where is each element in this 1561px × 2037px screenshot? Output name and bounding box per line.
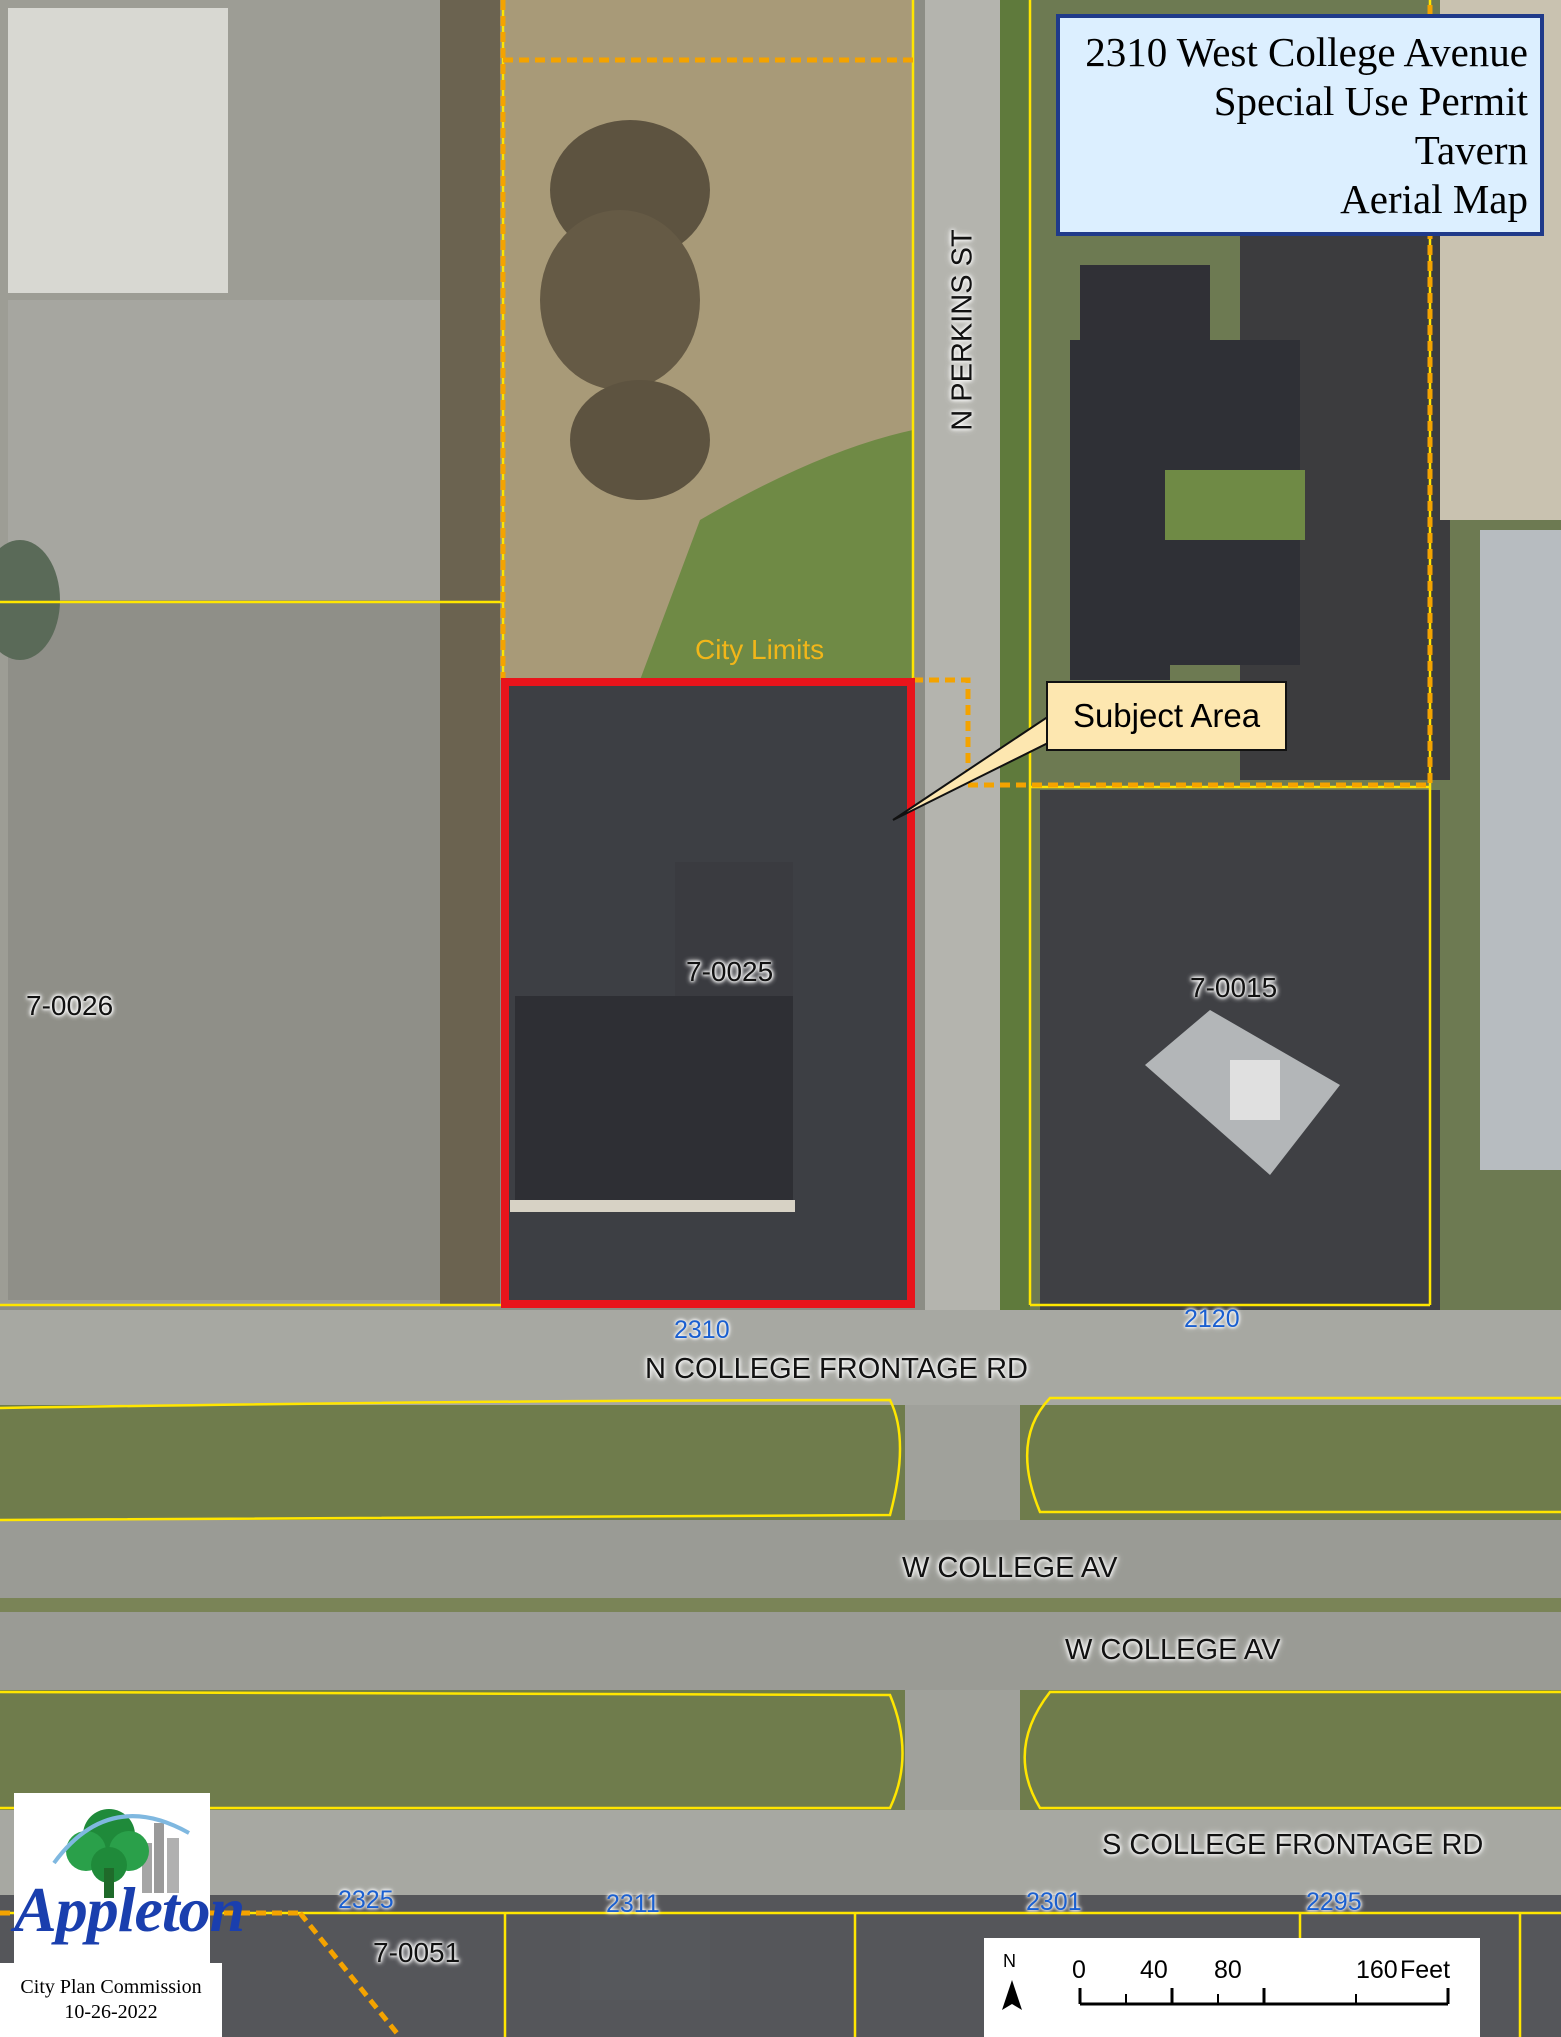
logo-wordmark: Appleton (14, 1874, 245, 1945)
road-label-north-frontage: N COLLEGE FRONTAGE RD (645, 1353, 1028, 1385)
address-2295: 2295 (1306, 1888, 1362, 1916)
commission-box: City Plan Commission 10-26-2022 (0, 1963, 222, 2037)
scale-tick-80: 80 (1214, 1956, 1242, 1984)
tree-icon (52, 1809, 190, 1898)
city-limits-label: City Limits (695, 634, 825, 665)
scale-tick-40: 40 (1140, 1956, 1168, 1984)
scale-tick-160: 160 (1356, 1956, 1398, 1984)
title-line-address: 2310 West College Avenue (1085, 29, 1528, 75)
title-line-permit: Special Use Permit (1213, 78, 1528, 124)
scale-bar (984, 1938, 1480, 2037)
appleton-logo: Appleton (14, 1793, 245, 1963)
address-2325: 2325 (338, 1886, 394, 1914)
commission-date: 10-26-2022 (64, 2001, 158, 2023)
title-line-map-type: Aerial Map (1340, 176, 1528, 222)
commission-name: City Plan Commission (20, 1976, 202, 1998)
south-frontage-road (0, 1810, 1561, 1895)
road-label-college-south: W COLLEGE AV (1065, 1634, 1281, 1666)
parcel-id-subject: 7-0025 (686, 956, 774, 987)
subject-area-outline (501, 678, 915, 1308)
north-arrow-label: N (1003, 1951, 1016, 1971)
scale-tick-0: 0 (1072, 1956, 1086, 1984)
address-2301: 2301 (1026, 1888, 1082, 1916)
parcel-id-west: 7-0026 (26, 990, 114, 1021)
address-subject: 2310 (674, 1316, 730, 1344)
road-label-south-frontage: S COLLEGE FRONTAGE RD (1102, 1829, 1484, 1861)
road-label-college-north: W COLLEGE AV (902, 1552, 1118, 1584)
title-line-use: Tavern (1414, 127, 1528, 173)
north-frontage-road (0, 1310, 1561, 1405)
perkins-street (925, 0, 1000, 1330)
road-label-perkins: N PERKINS ST (946, 229, 979, 431)
parcel-id-southwest: 7-0051 (373, 1937, 461, 1968)
address-2311: 2311 (606, 1890, 660, 1918)
map-title-box: 2310 West College Avenue Special Use Per… (1056, 14, 1544, 236)
scale-unit: Feet (1400, 1956, 1451, 1984)
parcel-id-east: 7-0015 (1190, 972, 1278, 1003)
address-east: 2120 (1184, 1305, 1240, 1333)
subject-area-callout: Subject Area (1046, 681, 1287, 751)
